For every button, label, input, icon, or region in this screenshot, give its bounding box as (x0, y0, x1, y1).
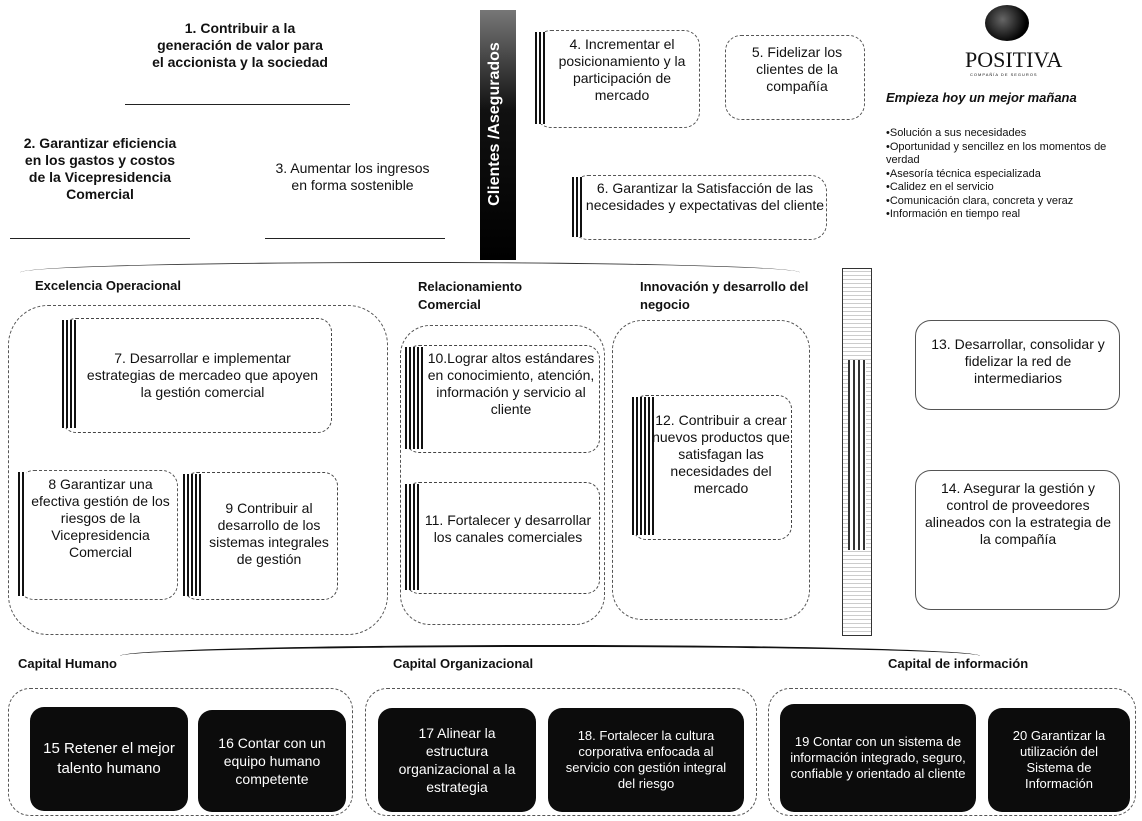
objective-10-shade (405, 347, 425, 449)
objective-7: 7. Desarrollar e implementar estrategias… (86, 350, 319, 400)
group-capital-informacion (768, 688, 1136, 816)
group-excelencia (8, 305, 388, 635)
group-relacionamiento (400, 325, 605, 625)
header-excelencia: Excelencia Operacional (35, 278, 181, 293)
objective-20: 20 Garantizar la utilización del Sistema… (988, 708, 1130, 812)
objective-11-shade (405, 484, 419, 590)
objective-6-shade (572, 177, 582, 237)
value-prop: •Comunicación clara, concreta y veraz (886, 194, 1074, 207)
objective-1: 1. Contribuir a la generación de valor p… (152, 20, 328, 70)
objective-14: 14. Asegurar la gestión y control de pro… (924, 480, 1112, 547)
customer-column (480, 10, 516, 260)
header-capital-humano: Capital Humano (18, 656, 117, 671)
divider-arc-bottom (120, 645, 980, 667)
logo-sub: COMPAÑÍA DE SEGUROS (970, 72, 1038, 77)
objective-8: 8 Garantizar una efectiva gestión de los… (31, 476, 170, 560)
objective-18: 18. Fortalecer la cultura corporativa en… (548, 708, 744, 812)
objective-3-underline (265, 238, 445, 239)
logo-text: POSITIVA (965, 47, 1063, 72)
objective-6: 6. Garantizar la Satisfacción de las nec… (585, 180, 825, 213)
objective-10: 10.Lograr altos estándares en conocimien… (427, 350, 595, 417)
header-capital-informacion: Capital de información (888, 656, 1029, 671)
objective-9: 9 Contribuir al desarrollo de los sistem… (209, 500, 329, 567)
objective-16: 16 Contar con un equipo humano competent… (198, 710, 346, 812)
objective-2-underline (10, 238, 190, 239)
header-relacionamiento: Relacionamiento Comercial (418, 279, 523, 312)
objective-2: 2. Garantizar eficiencia en los gastos y… (23, 135, 177, 202)
objective-19: 19 Contar con un sistema de información … (780, 704, 976, 812)
objective-12-shade (632, 397, 654, 535)
objective-5: 5. Fidelizar los clientes de la compañía (751, 44, 843, 94)
group-capital-humano (8, 688, 353, 816)
group-innovacion (612, 320, 810, 620)
value-props-list: •Solución a sus necesidades •Oportunidad… (886, 127, 1126, 222)
value-prop: •Calidez en el servicio (886, 181, 994, 193)
objective-8-shade (18, 472, 26, 596)
customer-column-label: Clientes /Asegurados (486, 42, 503, 206)
objective-13-box (915, 320, 1120, 410)
header-capital-organizacional: Capital Organizacional (393, 656, 534, 671)
objective-11: 11. Fortalecer y desarrollar los canales… (424, 512, 592, 545)
objective-4: 4. Incrementar el posicionamiento y la p… (558, 36, 686, 103)
objective-5-box (725, 35, 865, 120)
objective-13: 13. Desarrollar, consolidar y fidelizar … (931, 336, 1105, 386)
header-innovacion: Innovación y desarrollo del negocio (640, 279, 809, 312)
value-prop: •Información en tiempo real (886, 208, 1021, 220)
objective-15: 15 Retener el mejor talento humano (30, 707, 188, 811)
divider-arc-top (20, 262, 800, 283)
objective-1-underline (125, 104, 350, 105)
value-prop: •Asesoría técnica especializada (886, 167, 1041, 180)
value-prop: •Oportunidad y sencillez en los momentos… (886, 140, 1107, 167)
logo-emblem-icon (985, 5, 1029, 41)
objective-17: 17 Alinear la estructura organizacional … (378, 708, 536, 812)
objective-14-box (915, 470, 1120, 610)
objective-9-shade (183, 474, 201, 596)
objective-4-shade (535, 32, 545, 124)
objective-12: 12. Contribuir a crear nuevos productos … (652, 412, 790, 496)
objective-3: 3. Aumentar los ingresos en forma sosten… (275, 160, 430, 193)
tagline: Empieza hoy un mejor mañana (886, 90, 1077, 105)
vertical-bar-mark (848, 360, 866, 550)
objective-7-shade (62, 320, 76, 428)
value-prop: •Solución a sus necesidades (886, 127, 1027, 139)
group-capital-organizacional (365, 688, 757, 816)
